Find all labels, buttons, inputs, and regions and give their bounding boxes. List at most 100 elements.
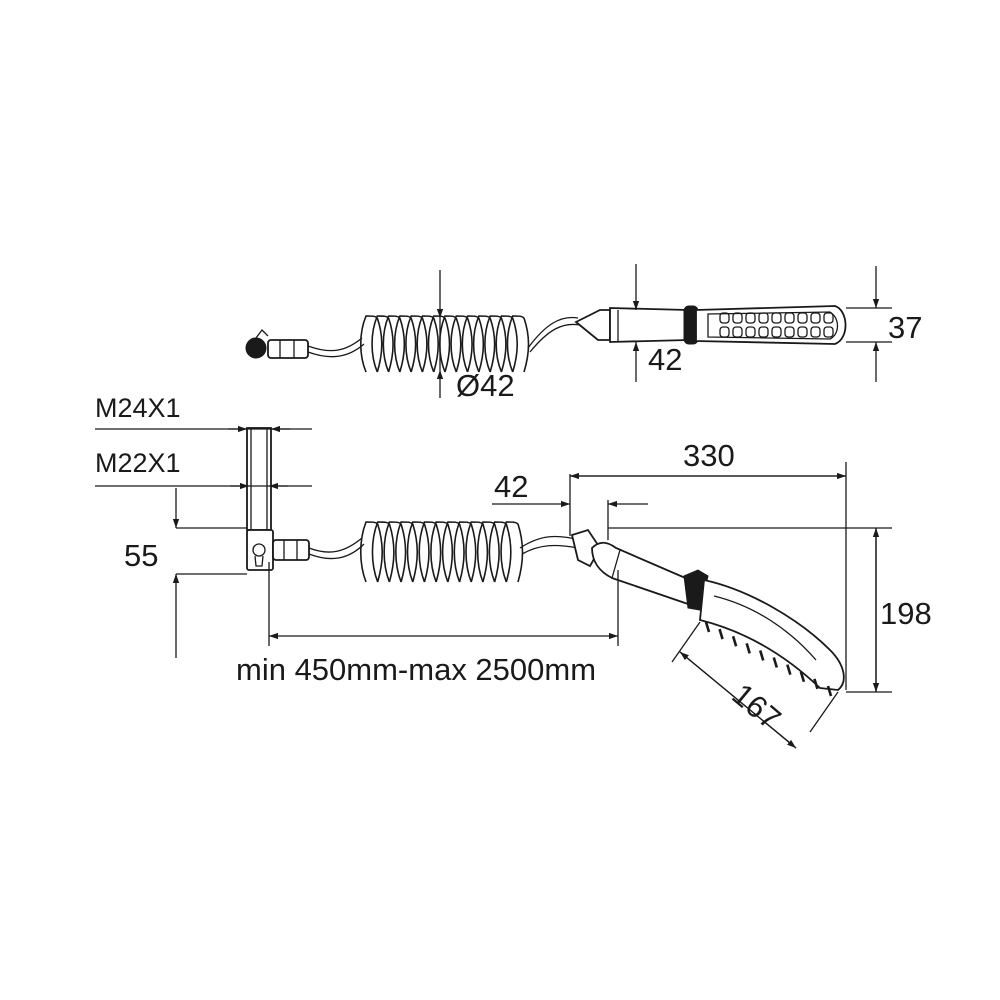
coil-loop (482, 523, 489, 583)
nozzle (745, 642, 751, 654)
coil-loop (405, 315, 423, 373)
coil-loop (523, 317, 530, 373)
top-shower-head (695, 305, 847, 345)
nozzle (826, 685, 833, 697)
bottom-hose-tail (308, 537, 363, 553)
coil-loop (484, 315, 502, 373)
nozzle (719, 326, 730, 338)
nozzle (718, 628, 724, 640)
coil-loop (406, 521, 426, 583)
coil-loop (441, 521, 461, 583)
top-hose-tail (307, 337, 363, 352)
coil-loop (411, 523, 419, 583)
coil-loop (517, 523, 524, 583)
coil-loop (418, 521, 437, 583)
nozzle (771, 326, 782, 338)
nozzle (731, 635, 738, 647)
nozzle (797, 326, 808, 338)
head-thickness-label: 37 (888, 310, 922, 345)
coil-loop (371, 315, 390, 373)
nozzle (758, 312, 769, 324)
coil-loop (359, 521, 379, 583)
coil-loop (500, 317, 507, 373)
nozzle (732, 326, 743, 338)
coil-loop (470, 523, 477, 583)
coil-loop (432, 317, 440, 373)
coil-loop (393, 315, 412, 373)
coil-loop (455, 317, 462, 373)
coil-loop (493, 523, 500, 583)
coil-loop (461, 315, 480, 373)
top-coil-hose (359, 315, 530, 373)
top-handle-grip (574, 307, 689, 343)
shower-length-label: 330 (683, 438, 735, 473)
coil-loop (376, 523, 383, 583)
coil-loop (472, 315, 491, 373)
dim-shower-length: 330 (570, 438, 847, 690)
coil-loop (506, 315, 525, 373)
nozzle (758, 326, 769, 338)
nozzle (704, 621, 711, 633)
wall-connector (246, 427, 310, 571)
handle-diameter-label: 42 (648, 342, 682, 377)
nozzle (732, 312, 743, 324)
coil-loop (371, 521, 390, 583)
coil-loop (388, 523, 395, 583)
nozzle (797, 312, 808, 324)
dim-thread-inner: M22X1 (95, 448, 312, 490)
nozzle (719, 312, 730, 324)
nozzle (745, 312, 756, 324)
coil-loop (465, 521, 484, 583)
coil-loop (400, 523, 407, 583)
nozzle (823, 326, 834, 338)
nozzle (784, 326, 795, 338)
coil-loop (423, 523, 430, 583)
coil-loop (395, 521, 414, 583)
coil-loop (458, 523, 465, 583)
coil-loop (495, 315, 514, 373)
coil-loop (453, 521, 472, 583)
coil-loop (488, 521, 507, 583)
coil-loop (387, 317, 394, 373)
coil-loop (447, 523, 454, 583)
nozzle (786, 664, 792, 676)
top-elbow-connector (245, 329, 309, 359)
coil-loop (444, 317, 451, 373)
coil-loop (511, 317, 519, 373)
coil-loop (430, 521, 449, 583)
coil-loop (383, 521, 402, 583)
dim-handle-diameter: 42 (632, 264, 682, 382)
nozzle (799, 671, 806, 683)
handle-offset-label: 42 (494, 469, 528, 504)
dim-shower-height: 198 (608, 527, 932, 693)
dim-coil-diameter: Ø42 (436, 270, 515, 403)
coil-loop (410, 317, 417, 373)
shower-height-label: 198 (880, 596, 932, 631)
coil-loop (450, 315, 469, 373)
bottom-coil-hose (359, 521, 524, 583)
nozzle (823, 312, 834, 324)
coil-loop (399, 317, 406, 373)
coil-loop (435, 523, 442, 583)
coil-loop (478, 317, 485, 373)
bottom-view: M24X1 M22X1 55 (95, 393, 932, 749)
dim-handle-offset: 42 (492, 469, 648, 540)
dim-hose-length: min 450mm-max 2500mm (236, 562, 619, 687)
coil-loop (489, 317, 496, 373)
coil-loop (500, 521, 519, 583)
hose-length-label: min 450mm-max 2500mm (236, 652, 596, 687)
nozzle (758, 650, 765, 661)
nozzle (745, 326, 756, 338)
connector-height-label: 55 (124, 538, 158, 573)
nozzle (771, 312, 782, 324)
coil-loop (359, 315, 378, 373)
nozzle (772, 657, 779, 668)
thread-outer-label: M24X1 (95, 393, 181, 423)
dim-thread-outer: M24X1 (95, 393, 312, 433)
coil-loop (421, 317, 428, 373)
coil-diameter-label: Ø42 (456, 368, 515, 403)
top-view: Ø42 42 37 (245, 264, 922, 403)
coil-loop (466, 317, 473, 373)
coil-loop (376, 317, 383, 373)
